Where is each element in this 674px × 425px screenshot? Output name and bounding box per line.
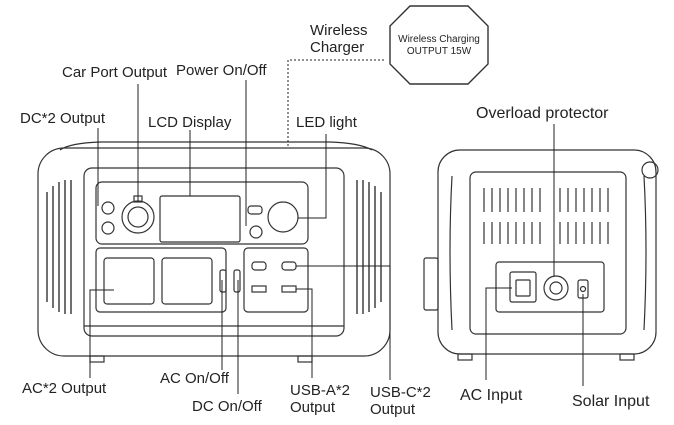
leader-ac2 [89,289,114,378]
ac-switch [219,269,227,293]
label-ac2-output: AC*2 Output [22,380,107,397]
wireless-callout-octagon [389,5,489,85]
leader-led [298,134,327,219]
label-led-light: LED light [296,114,357,131]
callout-line-2: OUTPUT 15W [406,46,472,57]
overload-protector-button [543,275,569,301]
usb-a-port-1 [251,285,267,293]
ac-socket-2 [161,257,213,305]
dc-switch [233,269,241,293]
dc-output-port-2 [101,221,115,235]
lcd-screen [159,195,241,243]
label-wireless-charger: Wireless Charger [310,22,368,56]
callout-line-1: Wireless Charging [398,34,480,45]
power-button [249,225,263,239]
label-usbc2-output: USB-C*2 Output [370,384,431,418]
label-usba2-output: USB-A*2 Output [290,382,351,416]
front-right-grille [356,180,382,314]
rear-left-edge [449,175,453,331]
label-ac-on-off: AC On/Off [160,370,229,387]
leader-ac-input [485,287,512,380]
ac-input-socket [509,271,537,303]
usb-c-port-2 [281,261,297,271]
usb-a-port-2 [281,285,297,293]
rear-body-outline [437,149,657,355]
front-foot-left [89,355,105,363]
rear-inner-frame [469,171,627,335]
rear-right-edge [643,175,647,331]
wireless-indicator [247,205,263,215]
label-dc2-output: DC*2 Output [20,110,106,127]
front-inner-frame [83,167,345,337]
front-foot-right [297,355,313,363]
front-unit [37,141,391,363]
led-light [267,201,299,233]
label-dc-on-off: DC On/Off [192,398,262,415]
front-top-handle [59,141,373,151]
rear-input-panel [495,261,605,313]
leader-wireless [287,59,386,146]
leader-usba [296,288,313,378]
label-lcd-display: LCD Display [148,114,232,131]
usb-c-port-1 [251,261,267,271]
front-left-grille [46,180,72,314]
dc-output-port-1 [101,201,115,215]
car-port [121,200,155,234]
leader-lines [89,59,584,394]
rear-unit [423,149,659,361]
ac-socket-1 [103,257,155,305]
label-overload-protector: Overload protector [476,105,609,122]
rear-foot-right [619,353,635,361]
leader-usbc [296,265,391,380]
label-car-port-output: Car Port Output [62,64,168,81]
rear-vent-grid [483,188,609,244]
rear-side-bracket [423,257,439,311]
rear-corner-knob [641,161,659,179]
front-body-outline [37,147,391,357]
label-ac-input: AC Input [460,387,523,404]
label-power-on-off: Power On/Off [176,62,267,79]
rear-foot-left [457,353,473,361]
usb-panel [243,247,309,313]
label-solar-input: Solar Input [572,393,650,410]
front-upper-panel [95,181,309,245]
